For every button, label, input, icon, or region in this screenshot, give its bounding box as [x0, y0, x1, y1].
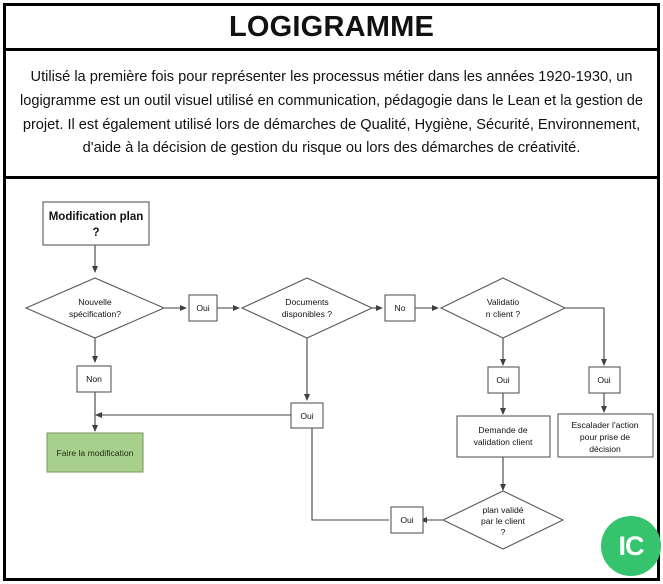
node-modification-plan-line2: ? — [92, 227, 99, 239]
node-decision-plan-valide[interactable]: plan validé par le client ? — [441, 490, 565, 550]
title-band: LOGIGRAMME — [6, 6, 657, 51]
node-label-oui-documents-text: Oui — [300, 411, 313, 421]
page-title: LOGIGRAMME — [229, 10, 434, 43]
node-demande-line1: Demande de — [478, 425, 527, 435]
node-plan-valide-line3: ? — [501, 527, 506, 537]
node-label-no-documents[interactable]: No — [384, 294, 416, 322]
node-escalader-line3: décision — [589, 444, 621, 454]
node-label-oui-specification[interactable]: Oui — [188, 294, 218, 322]
connector-validation-to-oui-right — [564, 307, 607, 366]
node-label-oui-plan-valide-text: Oui — [400, 515, 413, 525]
node-decision-validation-line2: n client ? — [486, 309, 521, 319]
node-decision-spec-line2: spécification? — [69, 309, 121, 319]
node-escalader-action[interactable]: Escalader l'action pour prise de décisio… — [557, 413, 654, 458]
node-label-oui-validation-left[interactable]: Oui — [487, 366, 520, 394]
node-decision-docs-line1: Documents — [285, 297, 328, 307]
node-faire-la-modification[interactable]: Faire la modification — [46, 432, 144, 473]
node-label-oui-plan-valide[interactable]: Oui — [390, 506, 424, 534]
node-decision-spec-line1: Nouvelle — [78, 297, 112, 307]
node-label-oui-specification-text: Oui — [196, 303, 209, 313]
node-escalader-line2: pour prise de — [580, 432, 630, 442]
flowchart-canvas: Modification plan ? Nouvelle spécificati… — [6, 179, 657, 581]
node-plan-valide-line2: par le client — [481, 516, 526, 526]
node-modification-plan-line1: Modification plan — [49, 211, 144, 223]
node-decision-nouvelle-specification[interactable]: Nouvelle spécification? — [24, 277, 166, 339]
document-frame: LOGIGRAMME Utilisé la première fois pour… — [3, 3, 661, 581]
node-demande-validation-client[interactable]: Demande de validation client — [456, 415, 551, 458]
node-modification-plan[interactable]: Modification plan ? — [42, 201, 150, 246]
node-label-oui-validation-right[interactable]: Oui — [588, 366, 621, 394]
node-faire-la-modification-text: Faire la modification — [57, 448, 134, 458]
intro-band: Utilisé la première fois pour représente… — [6, 51, 657, 179]
ic-logo: IC — [601, 516, 661, 576]
node-plan-valide-line1: plan validé — [482, 505, 523, 515]
ic-logo-text: IC — [618, 530, 645, 561]
node-label-oui-validation-left-text: Oui — [496, 375, 509, 385]
intro-paragraph: Utilisé la première fois pour représente… — [19, 69, 644, 157]
node-decision-validation-line1: Validatio — [487, 297, 520, 307]
node-decision-validation-client[interactable]: Validatio n client ? — [439, 277, 567, 339]
node-label-oui-documents[interactable]: Oui — [290, 402, 324, 429]
node-label-non-specification-text: Non — [86, 374, 102, 384]
connector-plan-loop — [311, 418, 389, 521]
node-decision-docs-line2: disponibles ? — [282, 309, 332, 319]
node-demande-line2: validation client — [474, 437, 533, 447]
node-decision-documents-disponibles[interactable]: Documents disponibles ? — [240, 277, 374, 339]
node-escalader-line1: Escalader l'action — [571, 420, 638, 430]
connectors — [92, 245, 607, 523]
node-label-oui-validation-right-text: Oui — [597, 375, 610, 385]
node-label-no-documents-text: No — [395, 303, 406, 313]
node-label-non-specification[interactable]: Non — [76, 365, 112, 393]
